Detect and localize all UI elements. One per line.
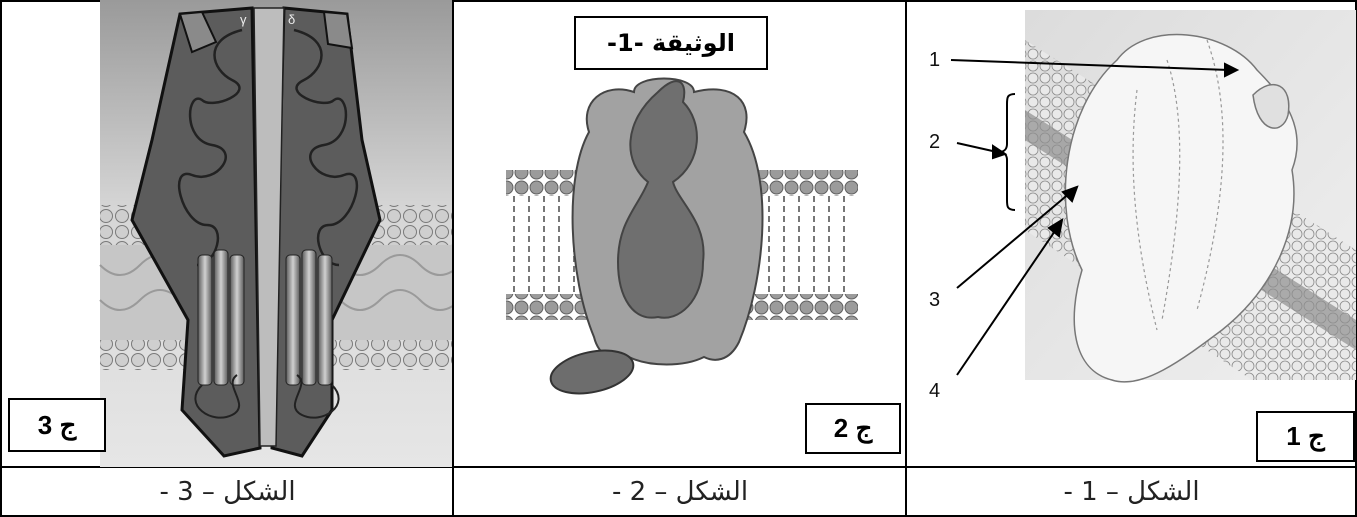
label-3: 3	[929, 289, 940, 311]
document-title: الوثيقة -1-	[574, 16, 768, 70]
label-4: 4	[929, 380, 940, 402]
figure-2-channel-illustration	[454, 0, 906, 467]
figure-3-caption: الشكل – 3 -	[2, 467, 453, 517]
label-2: 2	[929, 131, 940, 153]
figure-3-tag: ج 3	[8, 398, 106, 452]
figure-1-receptor-illustration: 1 2 3 4	[907, 0, 1356, 467]
figure-1-cell: 1 2 3 4	[907, 0, 1356, 467]
figure-2-caption: الشكل – 2 -	[454, 467, 906, 517]
figure-2-tag: ج 2	[805, 403, 901, 454]
delta-subunit-label: δ	[288, 12, 295, 27]
figure-3-receptor-illustration: γ δ	[2, 0, 452, 467]
figure-3-cell: γ δ	[2, 0, 452, 467]
gamma-subunit-label: γ	[240, 12, 247, 27]
figure-2-cell	[454, 0, 906, 467]
label-1: 1	[929, 49, 940, 71]
figure-1-caption: الشكل – 1 -	[907, 467, 1356, 517]
figure-1-tag: ج 1	[1256, 411, 1355, 462]
